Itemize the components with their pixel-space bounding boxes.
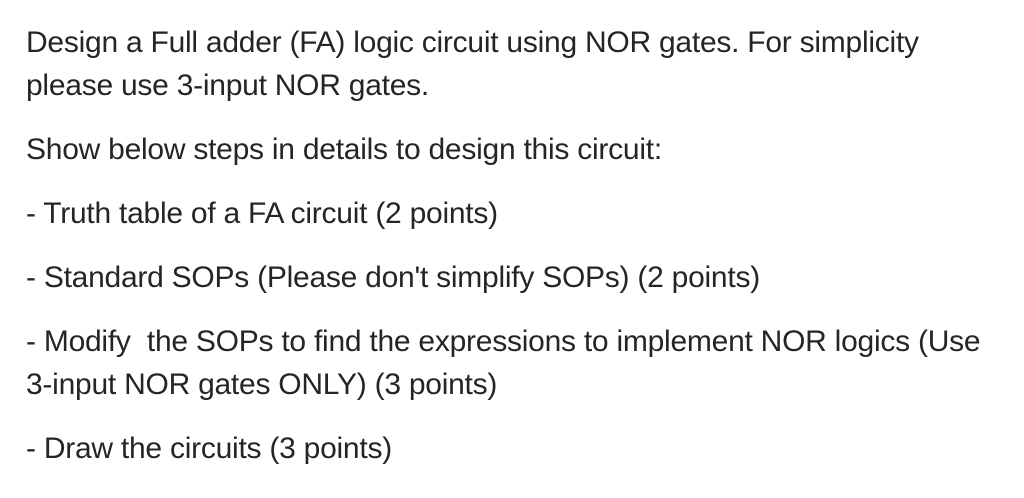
- step-standard-sops: - Standard SOPs (Please don't simplify S…: [26, 256, 998, 299]
- text-line: - Standard SOPs (Please don't simplify S…: [26, 261, 760, 294]
- intro-paragraph: Design a Full adder (FA) logic circuit u…: [26, 21, 998, 107]
- step-draw-circuits: - Draw the circuits (3 points): [26, 427, 998, 470]
- text-line: - Modify the SOPs to find the expression…: [26, 325, 981, 358]
- step-modify-sops: - Modify the SOPs to find the expression…: [26, 320, 998, 406]
- text-line: 3-input NOR gates ONLY) (3 points): [26, 368, 498, 401]
- text-line: - Draw the circuits (3 points): [26, 432, 392, 465]
- instruction-paragraph: Show below steps in details to design th…: [26, 128, 998, 171]
- text-line: please use 3-input NOR gates.: [26, 69, 429, 102]
- text-line: Show below steps in details to design th…: [26, 133, 662, 166]
- question-document: Design a Full adder (FA) logic circuit u…: [26, 21, 998, 470]
- text-line: Design a Full adder (FA) logic circuit u…: [26, 26, 919, 59]
- text-line: - Truth table of a FA circuit (2 points): [26, 197, 498, 230]
- step-truth-table: - Truth table of a FA circuit (2 points): [26, 192, 998, 235]
